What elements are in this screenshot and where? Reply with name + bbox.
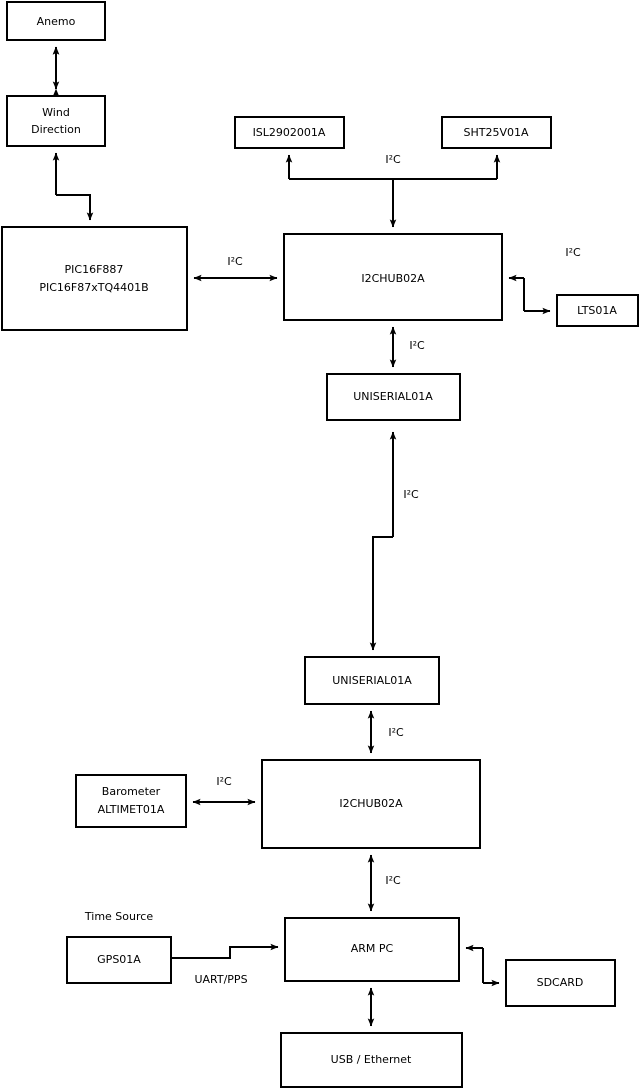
node-sht25v01a[interactable]: SHT25V01A [441, 116, 552, 149]
edge-uniserial-bottom-to-i2chub-bottom: I²C [367, 710, 404, 754]
node-gps01a[interactable]: GPS01A [66, 936, 172, 984]
node-label-pic-line2: PIC16F87xTQ4401B [39, 281, 148, 294]
node-label-wind-line1: Wind [42, 106, 70, 119]
edge-label-lts: I²C [565, 246, 581, 259]
node-box[interactable] [441, 116, 552, 149]
node-label-gps01a: GPS01A [97, 953, 141, 966]
edge-i2chub-bottom-to-arm-pc: I²C [367, 854, 401, 912]
node-label-anemo: Anemo [37, 15, 76, 28]
node-box[interactable] [284, 917, 460, 982]
node-pic-microcontroller[interactable]: PIC16F887 PIC16F87xTQ4401B [1, 226, 188, 331]
edge-label-uniserial-hub: I²C [388, 726, 404, 739]
node-box[interactable] [304, 656, 440, 705]
node-label-sdcard: SDCARD [537, 976, 584, 989]
node-box[interactable] [505, 959, 616, 1007]
node-wind-direction[interactable]: Wind Direction [6, 95, 106, 147]
edge-gps-to-arm-pc: UART/PPS [171, 943, 279, 986]
node-sdcard[interactable]: SDCARD [505, 959, 616, 1007]
node-box[interactable] [280, 1032, 463, 1088]
edge-elbow [56, 194, 91, 213]
edge-label-uniserial-link: I²C [403, 488, 419, 501]
node-label-pic-line1: PIC16F887 [65, 263, 124, 276]
edge-label-barometer: I²C [216, 775, 232, 788]
node-arm-pc[interactable]: ARM PC [284, 917, 460, 982]
edge-label-hub-uniserial: I²C [409, 339, 425, 352]
edge-i2chub-top-to-lts01a: I²C [508, 246, 581, 315]
node-label-barometer-line1: Barometer [102, 785, 161, 798]
edge-i2chub-top-to-uniserial-top: I²C [389, 326, 425, 368]
node-i2chub02a-bottom[interactable]: I2CHUB02A [261, 759, 481, 849]
node-label-isl2902001a: ISL2902001A [253, 126, 326, 139]
node-lts01a[interactable]: LTS01A [556, 294, 639, 327]
node-barometer-altimet01a[interactable]: Barometer ALTIMET01A [75, 774, 187, 828]
node-uniserial01a-top[interactable]: UNISERIAL01A [326, 373, 461, 421]
node-box[interactable] [326, 373, 461, 421]
node-i2chub02a-top[interactable]: I2CHUB02A [283, 233, 503, 321]
node-usb-ethernet[interactable]: USB / Ethernet [280, 1032, 463, 1088]
node-box[interactable] [556, 294, 639, 327]
edge-elbow-arrow [171, 943, 279, 959]
edge-label-hub-armpc: I²C [385, 874, 401, 887]
node-label-usb-ethernet: USB / Ethernet [331, 1053, 412, 1066]
node-box[interactable] [234, 116, 345, 149]
node-label-barometer-line2: ALTIMET01A [98, 803, 165, 816]
node-box[interactable] [1, 226, 188, 331]
edge-label-pic-hub: I²C [227, 255, 243, 268]
annotation-time-source: Time Source [84, 910, 153, 923]
node-box[interactable] [283, 233, 503, 321]
node-box[interactable] [66, 936, 172, 984]
node-box[interactable] [6, 1, 106, 41]
edge-jog [372, 536, 393, 645]
node-uniserial01a-bottom[interactable]: UNISERIAL01A [304, 656, 440, 705]
node-box[interactable] [6, 95, 106, 147]
edge-arm-pc-to-sdcard [465, 944, 500, 987]
edge-pic-to-i2chub-top: I²C [193, 255, 278, 282]
edge-label-sensors-bus: I²C [385, 153, 401, 166]
edge-barometer-to-i2chub-bottom: I²C [192, 775, 256, 806]
node-box[interactable] [261, 759, 481, 849]
node-label-wind-line2: Direction [31, 123, 81, 136]
node-label-lts01a: LTS01A [577, 304, 617, 317]
node-label-i2chub02a-bottom: I2CHUB02A [339, 797, 403, 810]
node-label-sht25v01a: SHT25V01A [463, 126, 528, 139]
node-box[interactable] [75, 774, 187, 828]
node-isl2902001a[interactable]: ISL2902001A [234, 116, 345, 149]
node-label-i2chub02a-top: I2CHUB02A [361, 272, 425, 285]
edge-uniserial-top-to-uniserial-bottom: I²C [369, 431, 419, 651]
node-anemo[interactable]: Anemo [6, 1, 106, 41]
edge-i2chub-top-to-sensors: I²C [285, 153, 501, 228]
node-label-uniserial01a-bottom: UNISERIAL01A [332, 674, 412, 687]
edge-pic-to-wind-direction [52, 152, 94, 221]
edge-label-uart-pps: UART/PPS [194, 973, 247, 986]
node-label-uniserial01a-top: UNISERIAL01A [353, 390, 433, 403]
node-label-arm-pc: ARM PC [351, 942, 394, 955]
